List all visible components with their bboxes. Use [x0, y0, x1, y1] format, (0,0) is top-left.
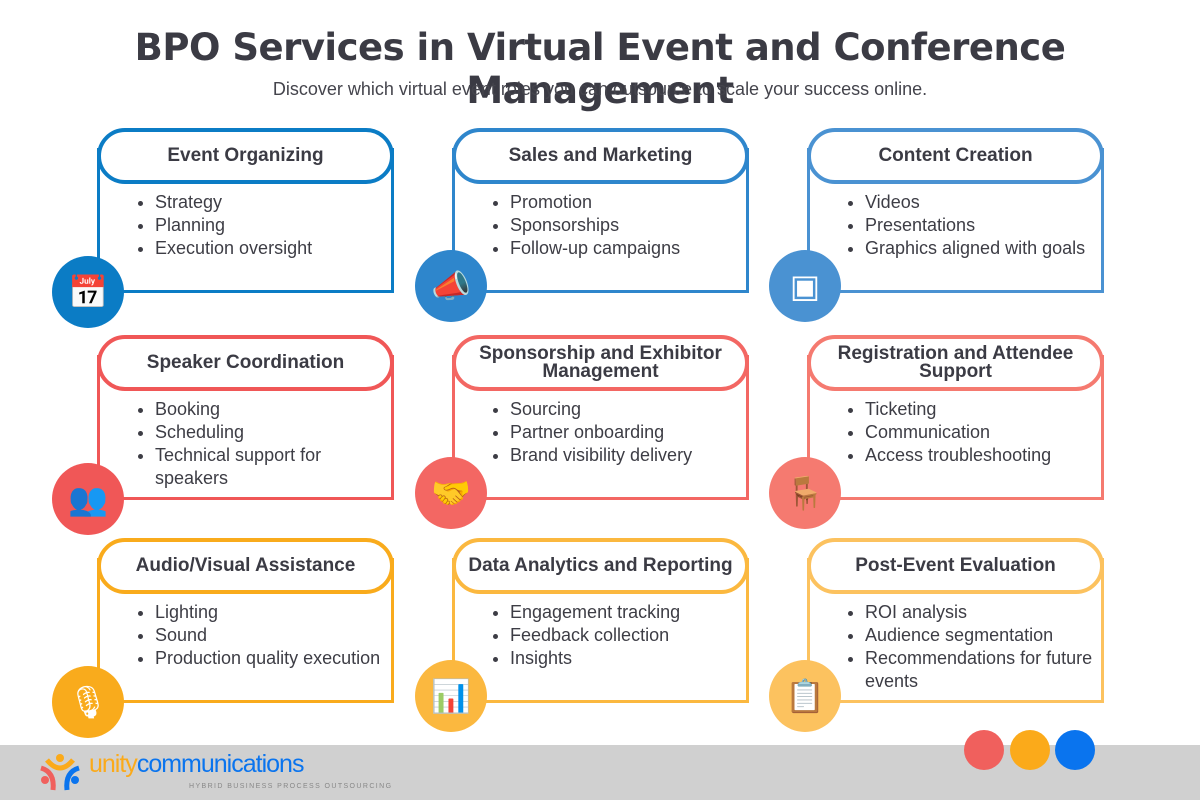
audio-video-icon: 🎙: [52, 666, 124, 738]
service-item: Recommendations for future events: [865, 647, 1094, 693]
service-item: Graphics aligned with goals: [865, 237, 1094, 260]
service-item: Videos: [865, 191, 1094, 214]
service-item: Scheduling: [155, 421, 384, 444]
service-card: Post-Event Evaluation ROI analysisAudien…: [807, 538, 1104, 703]
service-card: Sales and Marketing PromotionSponsorship…: [452, 128, 749, 293]
handshake-icon: 🤝: [415, 457, 487, 529]
card-title: Event Organizing: [97, 128, 394, 184]
card-body: [807, 148, 1104, 293]
service-item: Communication: [865, 421, 1094, 444]
service-list: TicketingCommunicationAccess troubleshoo…: [847, 398, 1094, 467]
service-item: Technical support for speakers: [155, 444, 384, 490]
analytics-chart-icon: 📊: [415, 660, 487, 732]
service-card: Sponsorship and Exhibitor Management Sou…: [452, 335, 749, 500]
card-body: [452, 148, 749, 293]
card-body: [807, 558, 1104, 703]
service-card: Content Creation VideosPresentationsGrap…: [807, 128, 1104, 293]
card-title: Audio/Visual Assistance: [97, 538, 394, 594]
card-title: Data Analytics and Reporting: [452, 538, 749, 594]
service-item: Promotion: [510, 191, 739, 214]
service-card: Event Organizing StrategyPlanningExecuti…: [97, 128, 394, 293]
service-list: LightingSoundProduction quality executio…: [137, 601, 384, 670]
service-item: Booking: [155, 398, 384, 421]
service-list: StrategyPlanningExecution oversight: [137, 191, 384, 260]
evaluation-clipboard-icon: 📋: [769, 660, 841, 732]
company-logo: unitycommunications HYBRID BUSINESS PROC…: [37, 750, 391, 794]
logo-text-unity: unity: [89, 750, 138, 778]
service-card: Speaker Coordination BookingSchedulingTe…: [97, 335, 394, 500]
service-card: Data Analytics and Reporting Engagement …: [452, 538, 749, 703]
service-item: Partner onboarding: [510, 421, 739, 444]
service-item: Brand visibility delivery: [510, 444, 739, 467]
service-list: SourcingPartner onboardingBrand visibili…: [492, 398, 739, 467]
service-item: Sound: [155, 624, 384, 647]
page-subtitle: Discover which virtual event roles you c…: [272, 79, 928, 99]
service-item: Sourcing: [510, 398, 739, 421]
service-item: Access troubleshooting: [865, 444, 1094, 467]
service-item: Feedback collection: [510, 624, 739, 647]
service-list: PromotionSponsorshipsFollow-up campaigns: [492, 191, 739, 260]
speaker-network-icon: 👥: [52, 463, 124, 535]
card-body: [452, 558, 749, 703]
service-item: Follow-up campaigns: [510, 237, 739, 260]
service-item: Ticketing: [865, 398, 1094, 421]
service-list: ROI analysisAudience segmentationRecomme…: [847, 601, 1094, 693]
service-item: ROI analysis: [865, 601, 1094, 624]
page-title: BPO Services in Virtual Event and Confer…: [134, 26, 1066, 112]
service-item: Strategy: [155, 191, 384, 214]
service-item: Planning: [155, 214, 384, 237]
card-title: Speaker Coordination: [97, 335, 394, 391]
decor-dot-blue: [1055, 730, 1095, 770]
card-title: Registration and Attendee Support: [807, 335, 1104, 391]
card-body: [452, 355, 749, 500]
service-item: Production quality execution: [155, 647, 384, 670]
service-item: Insights: [510, 647, 739, 670]
logo-tagline: HYBRID BUSINESS PROCESS OUTSOURCING: [189, 783, 393, 790]
decor-dot-orange: [1010, 730, 1050, 770]
card-body: [97, 148, 394, 293]
service-card: Registration and Attendee Support Ticket…: [807, 335, 1104, 500]
marketing-megaphone-icon: 📣: [415, 250, 487, 322]
service-item: Execution oversight: [155, 237, 384, 260]
logo-text-communications: communications: [136, 750, 305, 778]
card-title: Sales and Marketing: [452, 128, 749, 184]
registration-desk-icon: 🪑: [769, 457, 841, 529]
service-item: Presentations: [865, 214, 1094, 237]
service-item: Audience segmentation: [865, 624, 1094, 647]
service-list: VideosPresentationsGraphics aligned with…: [847, 191, 1094, 260]
service-item: Engagement tracking: [510, 601, 739, 624]
calendar-check-icon: 📅: [52, 256, 124, 328]
service-list: BookingSchedulingTechnical support for s…: [137, 398, 384, 490]
service-item: Lighting: [155, 601, 384, 624]
card-body: [97, 355, 394, 500]
card-title: Post-Event Evaluation: [807, 538, 1104, 594]
card-title: Content Creation: [807, 128, 1104, 184]
card-title: Sponsorship and Exhibitor Management: [452, 335, 749, 391]
decor-dot-red: [964, 730, 1004, 770]
unity-logo-icon: [40, 754, 80, 791]
service-card: Audio/Visual Assistance LightingSoundPro…: [97, 538, 394, 703]
card-body: [97, 558, 394, 703]
service-list: Engagement trackingFeedback collectionIn…: [492, 601, 739, 670]
card-body: [807, 355, 1104, 500]
service-item: Sponsorships: [510, 214, 739, 237]
content-media-icon: ▣: [769, 250, 841, 322]
